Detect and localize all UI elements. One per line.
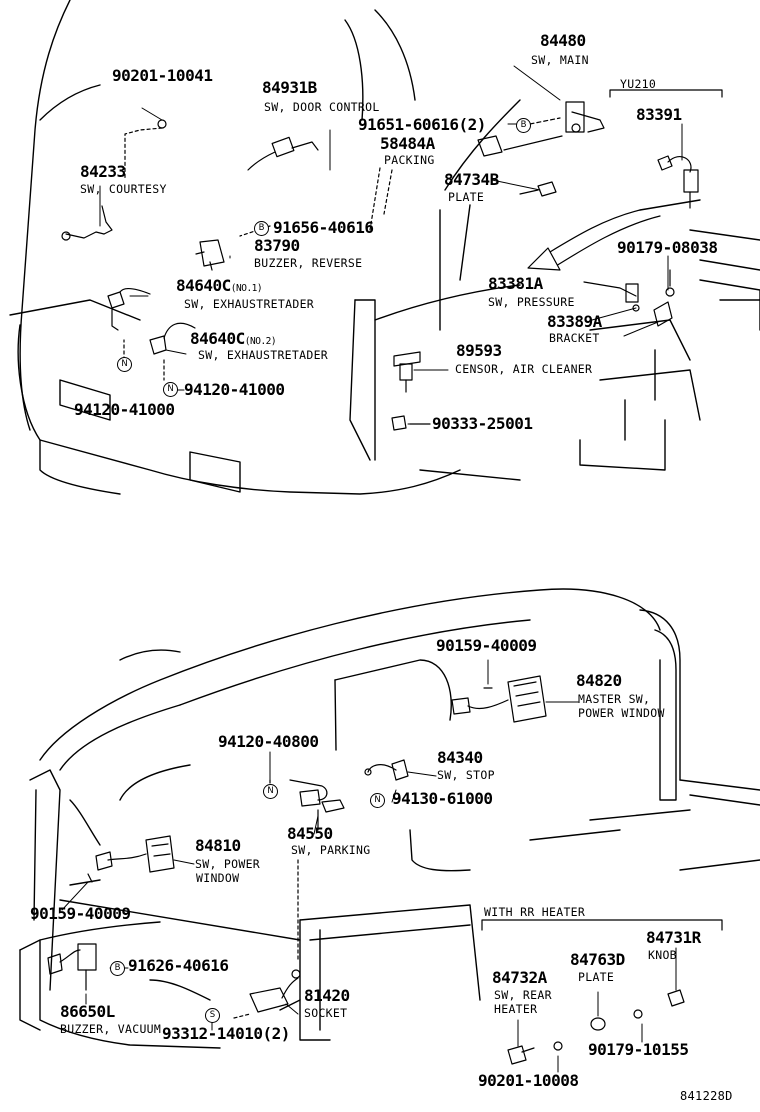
part-number: 84763D bbox=[570, 950, 625, 969]
part-description: POWER WINDOW bbox=[578, 706, 665, 720]
part-number: 84480 bbox=[540, 31, 586, 50]
part-number: 91651-60616(2) bbox=[358, 115, 486, 134]
part-number: 84640C(NO.1) bbox=[176, 276, 263, 295]
part-number: 81420 bbox=[304, 986, 350, 1005]
group-label-rr-heater: WITH RR HEATER bbox=[484, 905, 586, 919]
part-description: WINDOW bbox=[196, 871, 240, 885]
part-number: 94120-41000 bbox=[184, 380, 285, 399]
part-number: 91626-40616 bbox=[128, 956, 229, 975]
part-number: 94130-61000 bbox=[392, 789, 493, 808]
part-description: PACKING bbox=[384, 153, 435, 167]
part-number: 94120-41000 bbox=[74, 400, 175, 419]
part-description: SW, REAR bbox=[494, 988, 552, 1002]
part-description: SOCKET bbox=[304, 1006, 348, 1020]
part-number: 84810 bbox=[195, 836, 241, 855]
part-description: CENSOR, AIR CLEANER bbox=[455, 362, 593, 376]
part-description: BUZZER, REVERSE bbox=[254, 256, 363, 270]
part-description: SW, EXHAUSTRETADER bbox=[198, 348, 329, 362]
part-number: 86650L bbox=[60, 1002, 115, 1021]
part-number: 89593 bbox=[456, 341, 502, 360]
part-number: 90333-25001 bbox=[432, 414, 533, 433]
part-number: 84640C(NO.2) bbox=[190, 329, 277, 348]
part-description: SW, POWER bbox=[195, 857, 261, 871]
part-number: 93312-14010(2) bbox=[162, 1024, 290, 1043]
part-number: 83391 bbox=[636, 105, 682, 124]
b-marker: B bbox=[110, 961, 125, 976]
rr-heater-group-bracket bbox=[481, 919, 723, 931]
part-number: 84550 bbox=[287, 824, 333, 843]
lower-cab-outline bbox=[19, 588, 760, 1049]
part-number: 84233 bbox=[80, 162, 126, 181]
n-marker: N bbox=[263, 784, 278, 799]
part-number: 90179-10155 bbox=[588, 1040, 689, 1059]
part-description: SW, MAIN bbox=[531, 53, 589, 67]
part-number: 83790 bbox=[254, 236, 300, 255]
part-description: SW, DOOR CONTROL bbox=[264, 100, 380, 114]
n-marker: N bbox=[370, 793, 385, 808]
part-number: 90159-40009 bbox=[30, 904, 131, 923]
part-number: 84820 bbox=[576, 671, 622, 690]
lower-components bbox=[47, 675, 685, 1065]
part-description: PLATE bbox=[578, 970, 615, 984]
n-marker: N bbox=[163, 382, 178, 397]
upper-components bbox=[61, 101, 699, 431]
part-description: SW, PARKING bbox=[291, 843, 371, 857]
yu210-group-bracket bbox=[609, 89, 723, 98]
part-description: SW, EXHAUSTRETADER bbox=[184, 297, 315, 311]
part-number: 90179-08038 bbox=[617, 238, 718, 257]
part-number: 84340 bbox=[437, 748, 483, 767]
b-marker: B bbox=[516, 118, 531, 133]
part-number: 83389A bbox=[547, 312, 602, 331]
part-description: MASTER SW, bbox=[578, 692, 651, 706]
part-number: 90201-10041 bbox=[112, 66, 213, 85]
part-number: 90159-40009 bbox=[436, 636, 537, 655]
part-description: SW, STOP bbox=[437, 768, 495, 782]
part-description: SW, COURTESY bbox=[80, 182, 167, 196]
n-marker: N bbox=[117, 357, 132, 372]
part-number: 94120-40800 bbox=[218, 732, 319, 751]
part-number: 84931B bbox=[262, 78, 317, 97]
part-number: 91656-40616 bbox=[273, 218, 374, 237]
b-marker: B bbox=[254, 221, 269, 236]
part-number: 84731R bbox=[646, 928, 701, 947]
part-number: 84732A bbox=[492, 968, 547, 987]
part-description: BRACKET bbox=[549, 331, 600, 345]
part-description: HEATER bbox=[494, 1002, 538, 1016]
upper-cab-outline bbox=[9, 0, 760, 495]
group-label-yu210: YU210 bbox=[620, 77, 657, 91]
diagram-code: 841228D bbox=[680, 1089, 733, 1103]
part-description: BUZZER, VACUUM bbox=[60, 1022, 162, 1036]
part-description: KNOB bbox=[648, 948, 677, 962]
part-number: 84734B bbox=[444, 170, 499, 189]
s-marker: S bbox=[205, 1008, 220, 1023]
part-number: 83381A bbox=[488, 274, 543, 293]
part-description: PLATE bbox=[448, 190, 485, 204]
part-number: 90201-10008 bbox=[478, 1071, 579, 1090]
part-description: SW, PRESSURE bbox=[488, 295, 575, 309]
part-number: 58484A bbox=[380, 134, 435, 153]
